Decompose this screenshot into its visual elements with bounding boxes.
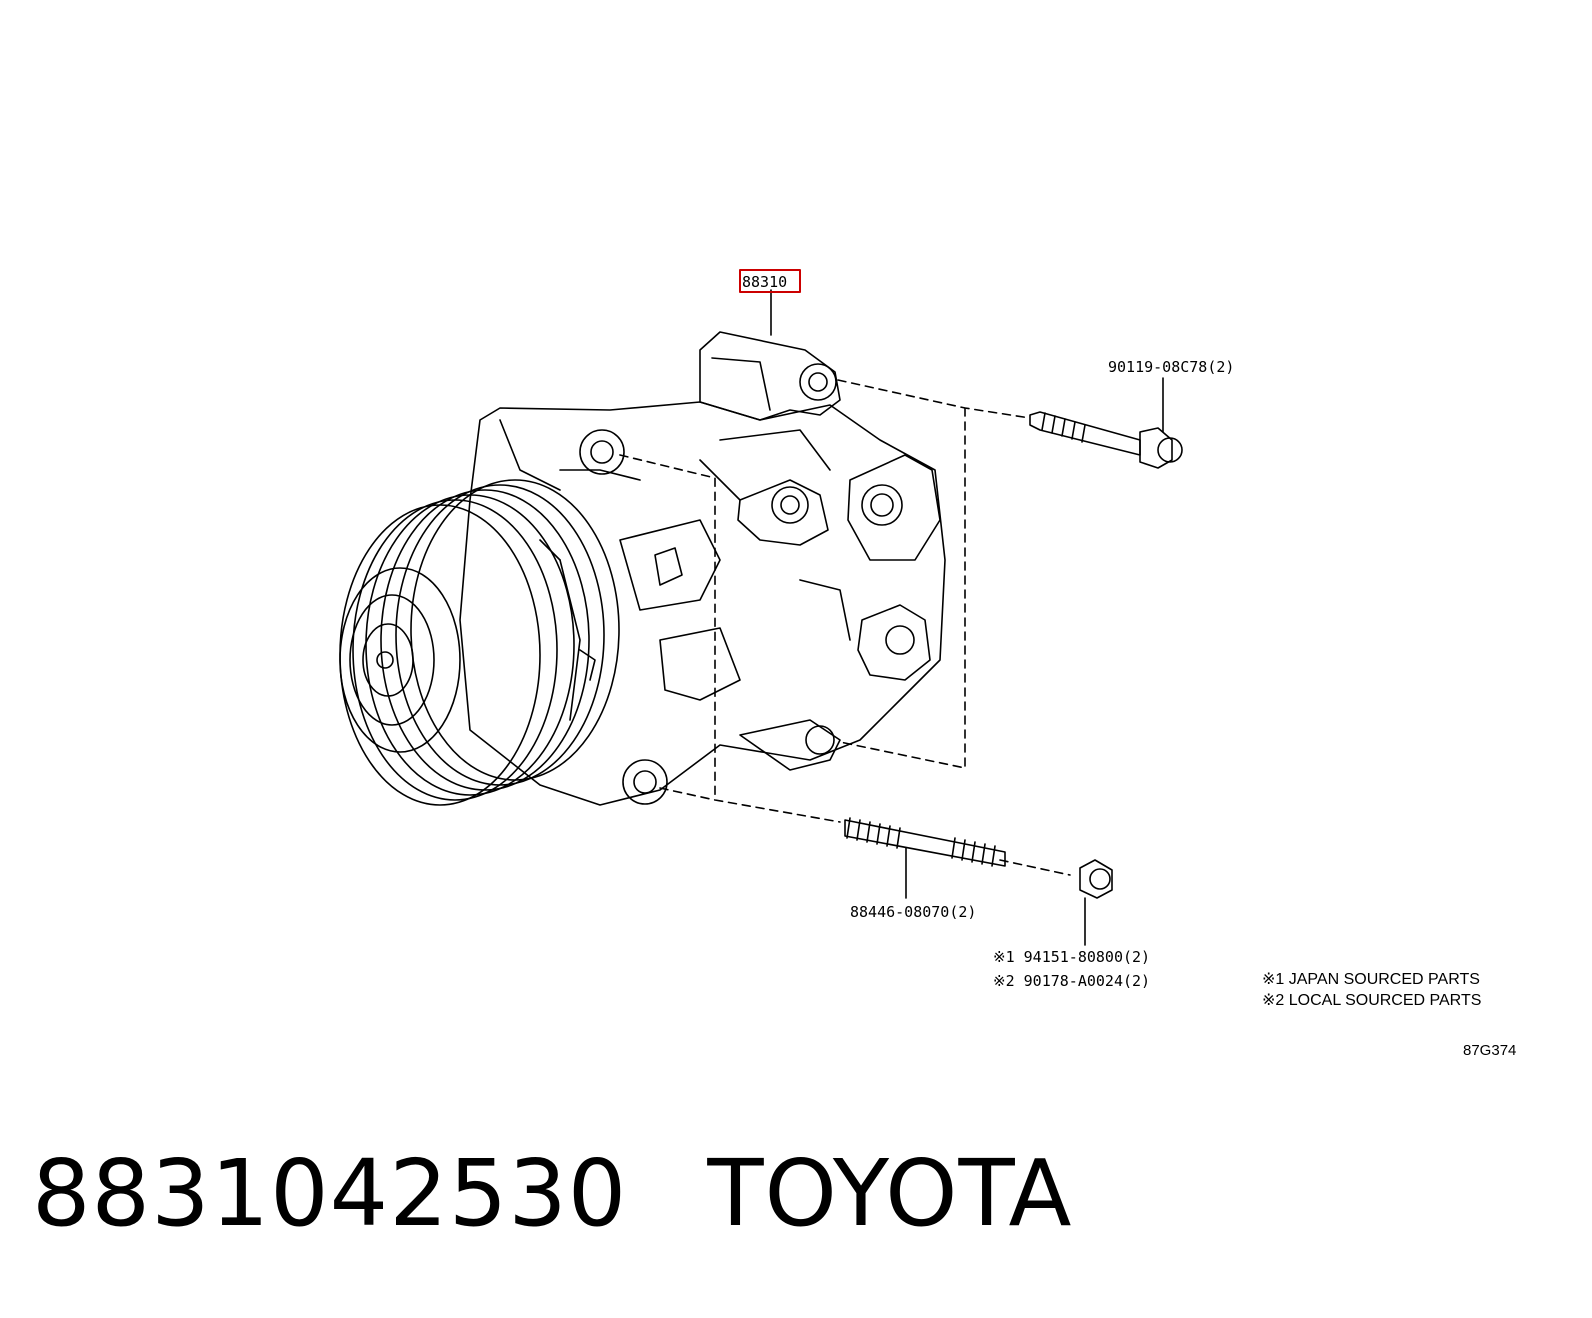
illustration-code: 87G374 [1463,1042,1516,1059]
brand-name: TOYOTA [707,1140,1073,1247]
label-leaders [770,289,1164,946]
main-part-highlight [739,269,801,293]
upper-bolt-label[interactable]: 90119-08C78(2) [1108,358,1234,376]
stud-bolt-drawing [844,817,1006,867]
nut-option-2-label[interactable]: ※2 90178-A0024(2) [993,972,1150,990]
assembly-lines [619,379,1071,876]
stud-bolt-label[interactable]: 88446-08070(2) [850,903,976,921]
part-number: 8831042530 [32,1140,628,1247]
compressor-illustration [339,331,946,806]
note-japan-sourced: ※1 JAPAN SOURCED PARTS [1262,971,1480,988]
nut-option-1-label[interactable]: ※1 94151-80800(2) [993,948,1150,966]
nut-drawing [1079,859,1113,899]
page-title: 8831042530 TOYOTA [32,1140,1153,1247]
main-part-label[interactable]: 88310 [742,273,787,291]
upper-bolt-drawing [1029,411,1183,469]
note-local-sourced: ※2 LOCAL SOURCED PARTS [1262,992,1481,1009]
